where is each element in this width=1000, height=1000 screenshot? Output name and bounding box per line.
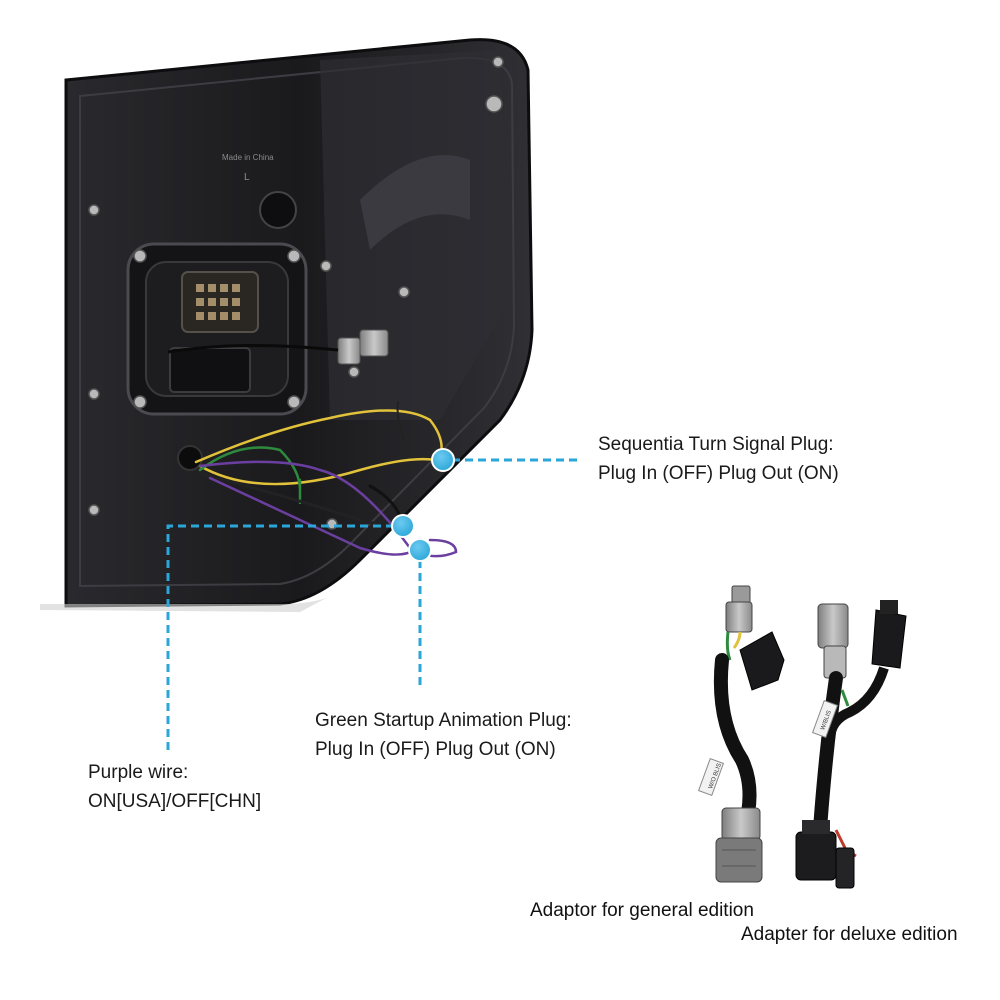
callout-turn-signal-pointer bbox=[431, 448, 578, 472]
adapter-deluxe-edition: W/BLIS bbox=[795, 600, 907, 889]
origin-marking: Made in China bbox=[222, 153, 274, 162]
housing-connector bbox=[167, 329, 389, 365]
general-adapter-caption: Adaptor for general edition bbox=[530, 900, 754, 921]
tail-light-housing: Made in China L bbox=[40, 38, 534, 612]
callout-green-startup-pointer bbox=[408, 538, 432, 690]
turn-signal-plug-label: Sequentia Turn Signal Plug: Plug In (OFF… bbox=[598, 430, 839, 488]
housing-screws bbox=[88, 56, 504, 530]
purple-wire-marker-dot bbox=[391, 514, 415, 538]
green-startup-plug-title: Green Startup Animation Plug: bbox=[315, 710, 572, 731]
turn-signal-marker-dot bbox=[431, 448, 455, 472]
green-startup-plug-states: Plug In (OFF) Plug Out (ON) bbox=[315, 739, 556, 760]
turn-signal-plug-states: Plug In (OFF) Plug Out (ON) bbox=[598, 463, 839, 484]
green-startup-marker-dot bbox=[408, 538, 432, 562]
purple-wire-title: Purple wire: bbox=[88, 762, 189, 783]
side-marking: L bbox=[244, 172, 250, 183]
callout-purple-wire-pointer bbox=[166, 514, 415, 750]
green-startup-plug-label: Green Startup Animation Plug: Plug In (O… bbox=[315, 706, 572, 764]
deluxe-adapter-caption: Adapter for deluxe edition bbox=[741, 924, 958, 945]
socket-pins bbox=[196, 284, 240, 320]
purple-wire-states: ON[USA]/OFF[CHN] bbox=[88, 791, 262, 812]
purple-wire-label: Purple wire: ON[USA]/OFF[CHN] bbox=[88, 758, 261, 816]
turn-signal-plug-title: Sequentia Turn Signal Plug: bbox=[598, 434, 834, 455]
adapter-general-edition: W/O BLIS bbox=[697, 585, 785, 883]
